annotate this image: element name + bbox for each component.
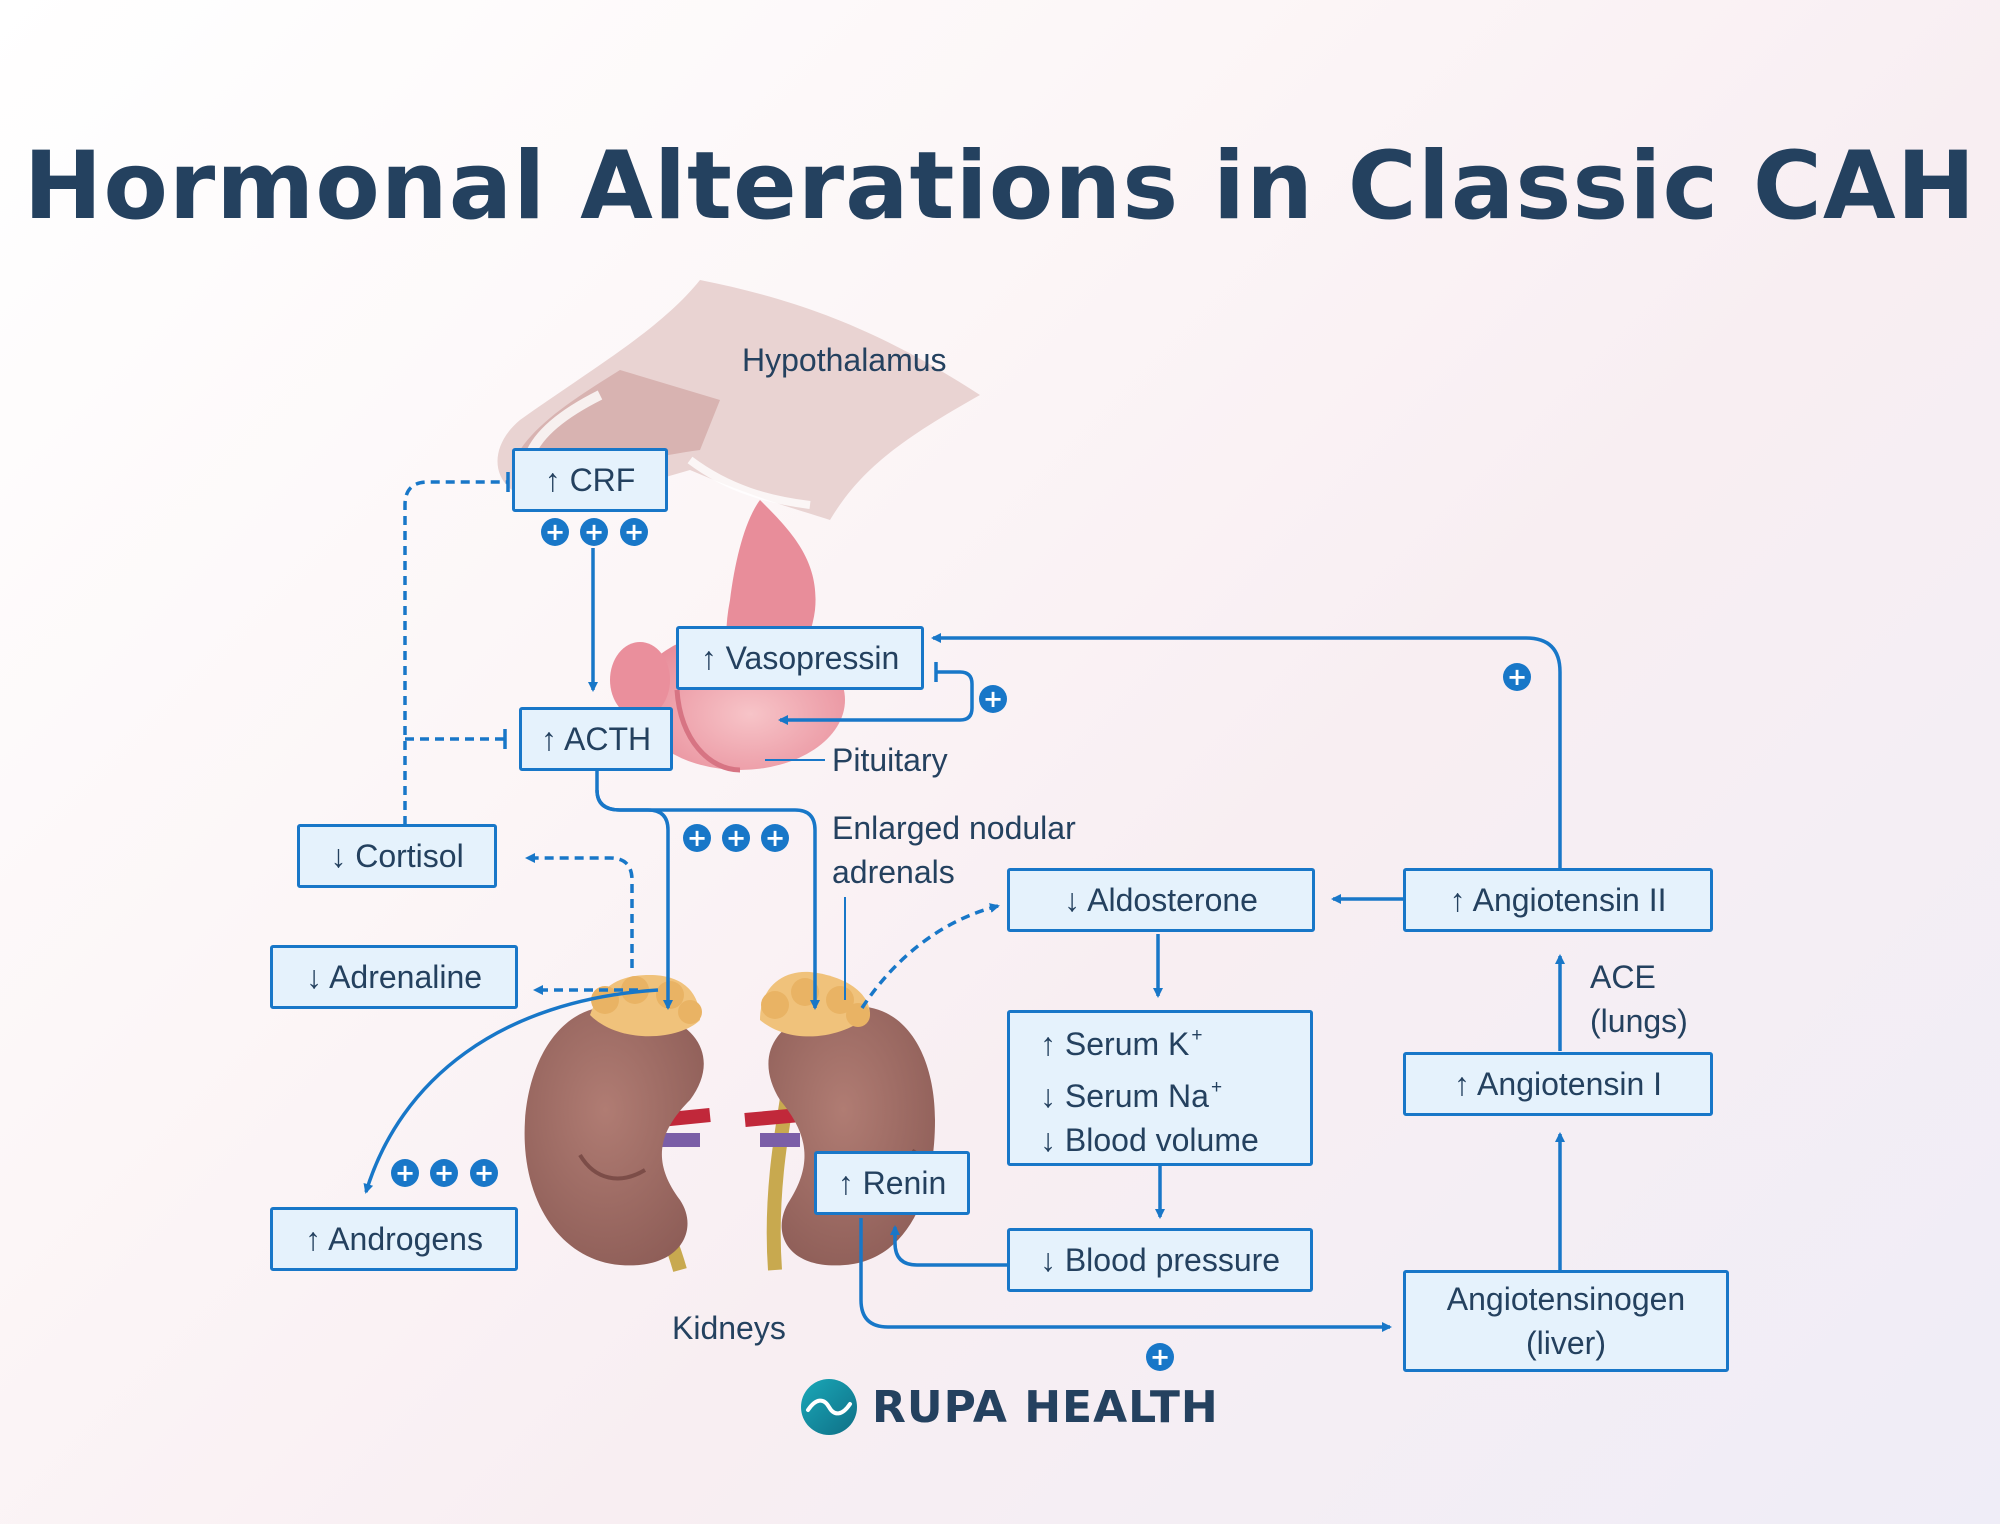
rupa-health-logo-icon [801,1379,857,1435]
angiotensin-i-box: ↑ Angiotensin I [1403,1052,1713,1116]
hypothalamus-label: Hypothalamus [742,342,947,378]
angiotensin-ii-box: ↑ Angiotensin II [1403,868,1713,932]
adrenaline-box: ↓ Adrenaline [270,945,518,1009]
enlarged-adrenals-label-line1: Enlarged nodular [832,810,1076,846]
angiotensinogen-box: Angiotensinogen (liver) [1403,1270,1729,1372]
aldosterone-box: ↓ Aldosterone [1007,868,1315,932]
kidneys-label: Kidneys [672,1310,786,1346]
acth-to-right-adrenal-arrow [595,789,820,1010]
plus-icon: + [1503,663,1531,691]
ang2-to-vasopressin-arrow [931,633,1562,868]
plus-icon: + [580,518,608,546]
blood-pressure-box: ↓ Blood pressure [1007,1228,1313,1292]
left-kidney-illustration [524,975,711,1272]
ace-label-line2: (lungs) [1590,1003,1688,1039]
adrenal-to-androgens-arrow [363,988,659,1194]
brand-name: RUPA HEALTH [872,1381,1219,1433]
enlarged-adrenals-label-line2: adrenals [832,854,955,890]
serum-na-line: ↓ Serum Na+ [1040,1066,1222,1118]
adrenal-to-cortisol-arrow [525,853,634,968]
plus-icon: + [979,685,1007,713]
angiotensinogen-line1: Angiotensinogen [1446,1281,1686,1317]
serum-na-charge: + [1210,1077,1223,1098]
serum-k-text: ↑ Serum K [1040,1026,1190,1062]
plus-icon: + [761,824,789,852]
pituitary-label: Pituitary [832,742,948,778]
plus-icon: + [541,518,569,546]
renin-to-angiotensinogen-arrow [859,1218,1392,1332]
blood-volume-line: ↓ Blood volume [1040,1122,1259,1158]
plus-icon: + [391,1159,419,1187]
serum-effects-box: ↑ Serum K+ ↓ Serum Na+ ↓ Blood volume [1007,1010,1313,1166]
adrenal-to-aldosterone-arrow [860,903,1000,1009]
vasopressin-loop-arrow [778,670,974,725]
plus-icon: + [430,1159,458,1187]
brand-footer: RUPA HEALTH [800,1378,1219,1436]
plus-icon: + [620,518,648,546]
angiotensinogen-line2: (liver) [1526,1325,1606,1361]
plus-icon: + [1146,1343,1174,1371]
androgens-box: ↑ Androgens [270,1207,518,1271]
plus-icon: + [470,1159,498,1187]
vasopressin-box: ↑ Vasopressin [676,626,924,690]
plus-icon: + [683,824,711,852]
serum-k-charge: + [1191,1025,1203,1046]
cortisol-feedback-line [403,480,508,825]
page-title: Hormonal Alterations in Classic CAH [23,132,1977,241]
acth-box: ↑ ACTH [519,707,673,771]
serum-na-text: ↓ Serum Na [1040,1078,1209,1114]
renin-box: ↑ Renin [814,1151,970,1215]
serum-k-line: ↑ Serum K+ [1040,1014,1202,1066]
right-kidney-illustration [744,971,935,1271]
plus-icon: + [722,824,750,852]
cortisol-box: ↓ Cortisol [297,824,497,888]
arrows [363,472,1565,1332]
ace-label-line1: ACE [1590,959,1656,995]
crf-box: ↑ CRF [512,448,668,512]
bp-to-renin-arrow [890,1225,1007,1267]
